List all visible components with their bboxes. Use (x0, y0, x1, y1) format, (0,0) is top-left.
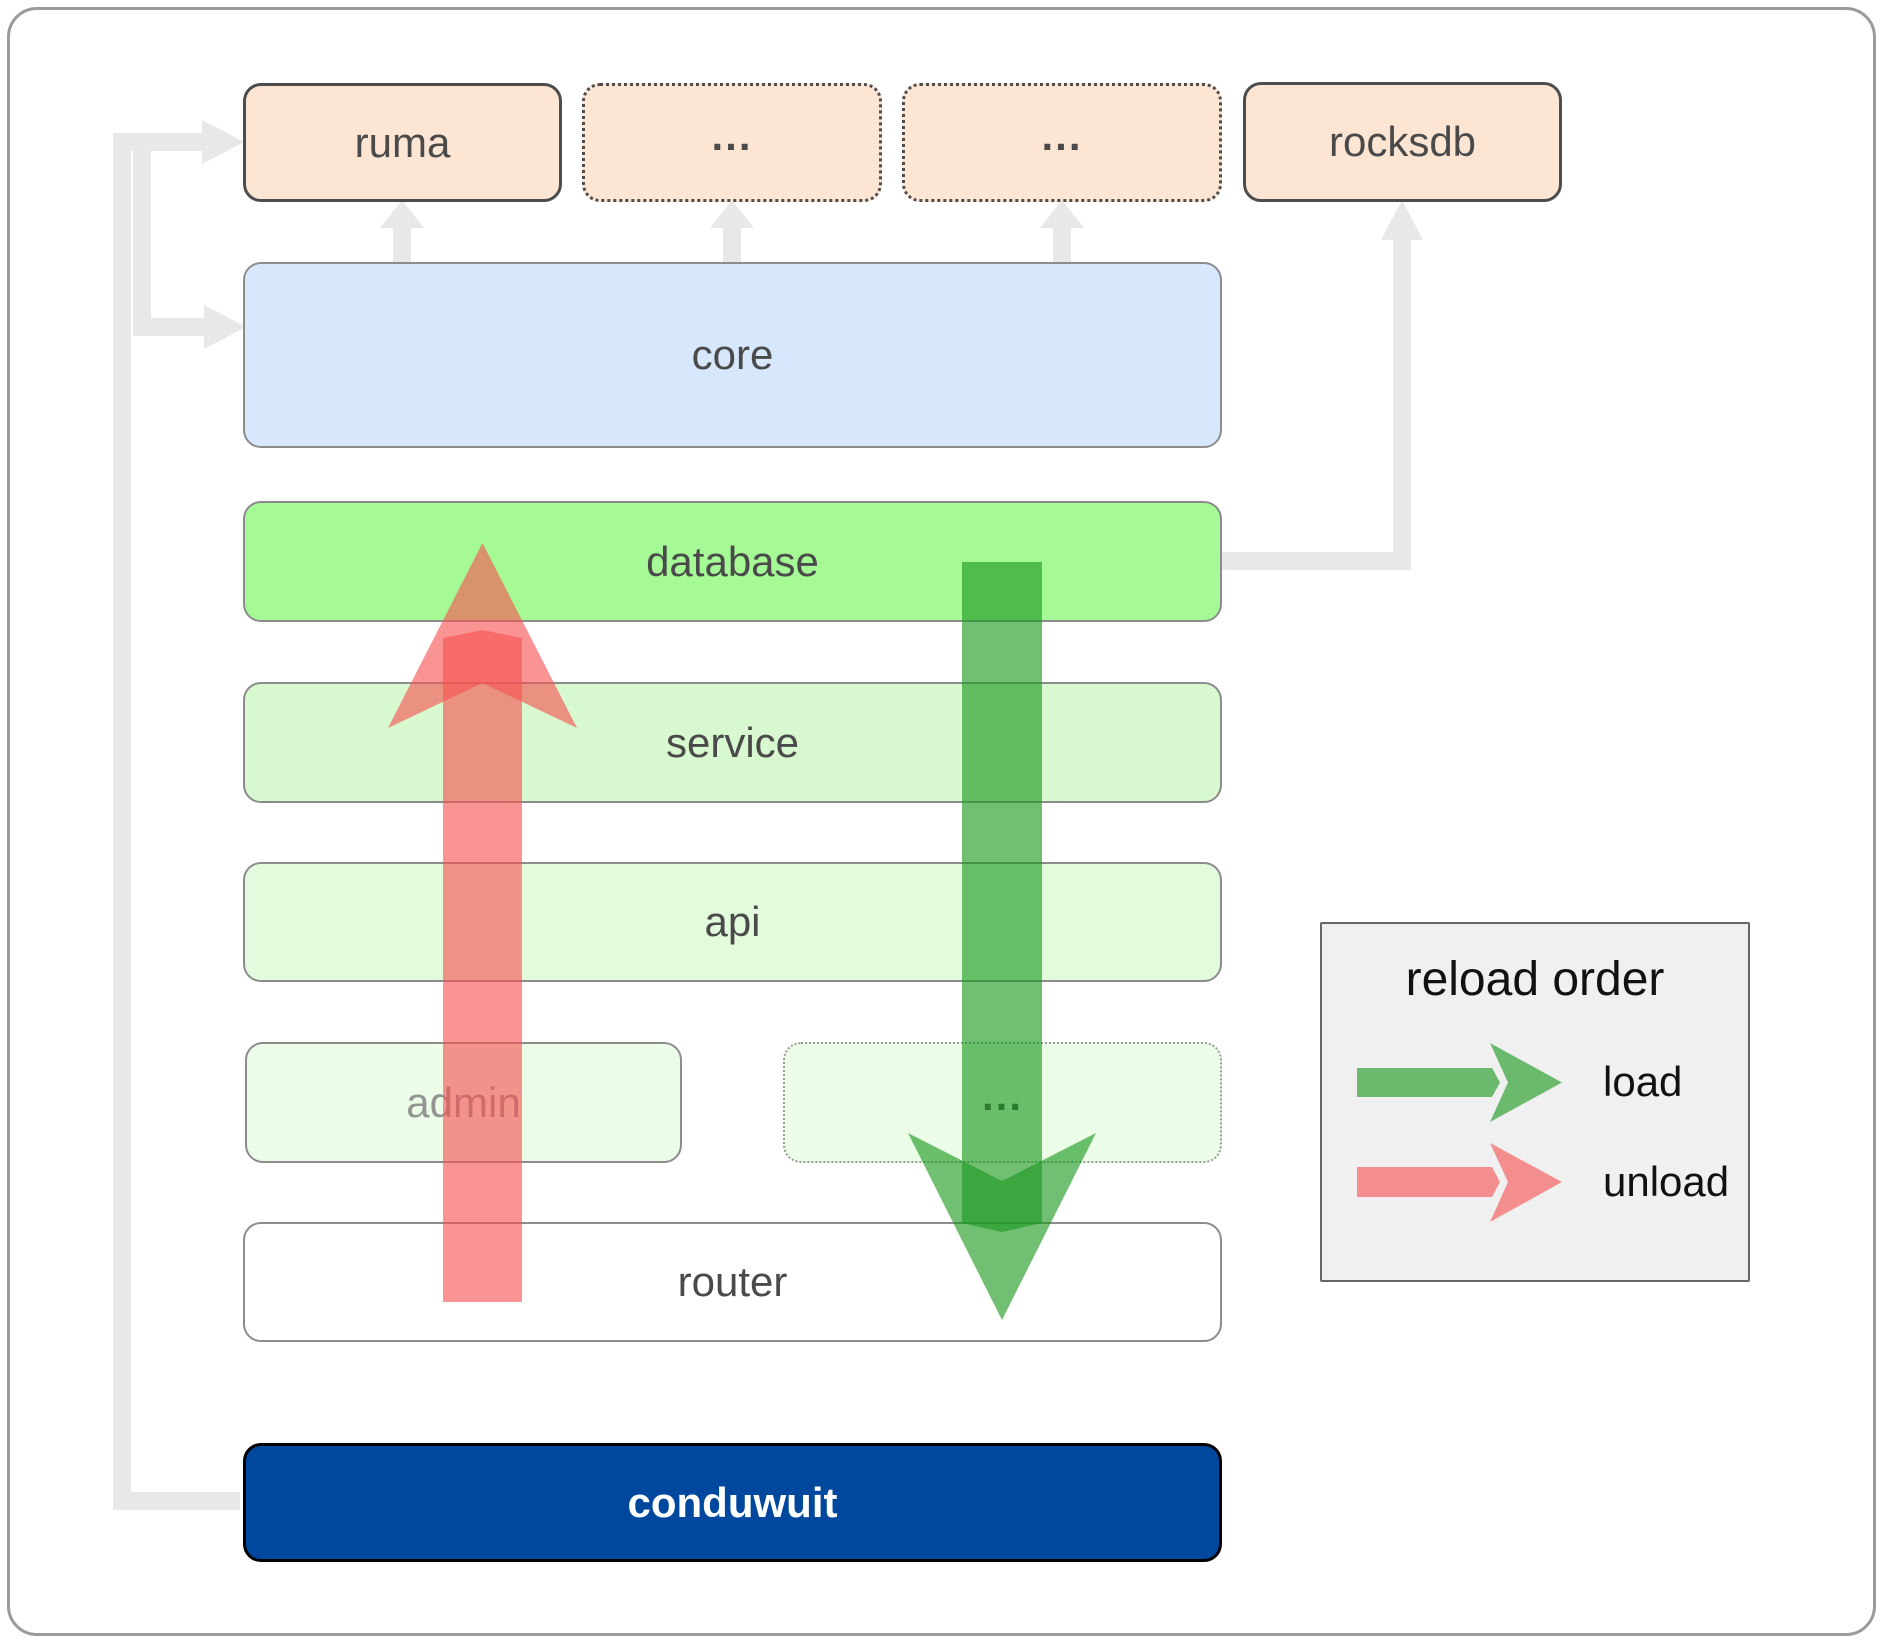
legend-load-label: load (1603, 1058, 1683, 1105)
box-core-label: core (691, 331, 774, 378)
box-conduwuit: conduwuit (243, 1443, 1222, 1562)
box-ellipsis-2-label: ... (1041, 111, 1083, 159)
box-api-label: api (704, 898, 761, 945)
box-rocksdb-label: rocksdb (1328, 118, 1477, 165)
box-router-label: router (677, 1258, 788, 1305)
box-core: core (243, 262, 1222, 448)
box-admin: admin (245, 1042, 682, 1163)
box-ruma: ruma (243, 83, 562, 202)
box-rocksdb: rocksdb (1243, 82, 1562, 202)
box-router: router (243, 1222, 1222, 1342)
box-ellipsis-1: ... (582, 83, 882, 202)
legend-unload-label: unload (1603, 1158, 1730, 1205)
box-ruma-label: ruma (354, 118, 451, 166)
box-database: database (243, 501, 1222, 622)
box-service: service (243, 682, 1222, 803)
box-api: api (243, 862, 1222, 982)
box-service-label: service (665, 718, 800, 766)
box-conduwuit-label: conduwuit (627, 1478, 838, 1526)
box-database-label: database (646, 537, 819, 585)
box-admin-ellipsis: ... (783, 1042, 1222, 1163)
box-ellipsis-1-label: ... (711, 111, 753, 159)
box-admin-ellipsis-label: ... (981, 1071, 1023, 1119)
box-ellipsis-2: ... (902, 83, 1222, 202)
box-admin-label: admin (406, 1078, 521, 1126)
legend-title: reload order (1405, 953, 1665, 1006)
